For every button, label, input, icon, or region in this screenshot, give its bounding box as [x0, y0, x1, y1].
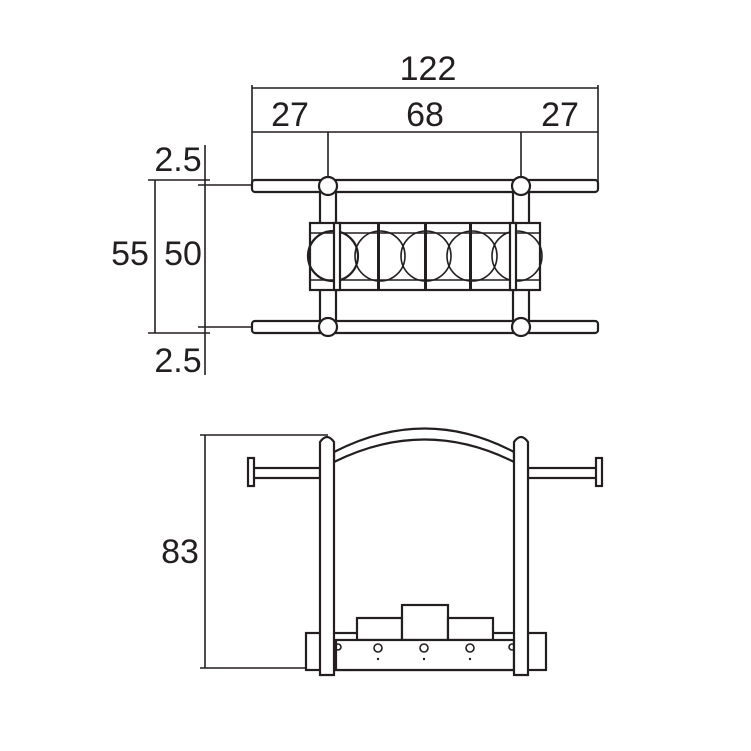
top-view-equipment	[250, 175, 600, 338]
dim-side-left: 27	[271, 96, 309, 134]
dim-offset-bottom: 2.5	[154, 342, 201, 380]
joint-icon	[510, 316, 532, 338]
dim-overall-depth: 55	[111, 235, 149, 273]
dim-offset-top: 2.5	[154, 141, 201, 179]
front-view-equipment	[246, 427, 604, 677]
dim-inner-depth: 50	[164, 235, 202, 273]
bolt-icons	[334, 643, 516, 661]
dim-middle: 68	[406, 96, 444, 134]
joint-icon	[317, 175, 339, 197]
dim-side-right: 27	[541, 96, 579, 134]
top-view-dimensions: 122 27 68 27 2.5 55 50 2.5	[111, 50, 599, 380]
dim-overall-width: 122	[400, 50, 457, 88]
front-view-dimensions: 83	[161, 434, 328, 669]
joint-icon	[510, 175, 532, 197]
dim-height: 83	[161, 533, 199, 571]
joint-icon	[317, 316, 339, 338]
